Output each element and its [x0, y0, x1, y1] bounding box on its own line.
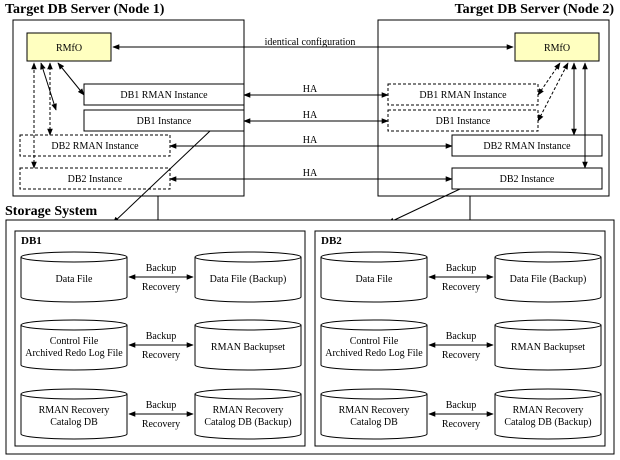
db1-row2-source-label: Catalog DB — [50, 417, 98, 428]
node2-title: Target DB Server (Node 2) — [455, 2, 615, 17]
db1-row2-source-label: RMAN Recovery — [39, 405, 110, 416]
db1-row0-source-cylinder — [20, 251, 128, 303]
db1-row0-source-label: Data File — [56, 274, 93, 285]
db1-row0-backup-cylinder — [194, 251, 302, 303]
db1-row0-backup-cylinder-rim — [194, 256, 302, 263]
identical-config-label: identical configuration — [265, 37, 356, 48]
db2-row2-source-cylinder-rim — [320, 393, 428, 400]
db2-instance-storage-arrow — [387, 188, 461, 224]
db2-row0-source-cylinder — [320, 251, 428, 303]
db1-row1-backup-label: Backup — [146, 331, 177, 342]
db1-row1-recovery-label: Recovery — [142, 350, 180, 361]
node2-rmfo-box — [514, 32, 600, 62]
db2-row0-backup-cylinder — [494, 251, 602, 303]
db1-row1-backup-cylinder-rim — [194, 324, 302, 331]
db1-row1-backup-cylinder — [194, 319, 302, 371]
db2-row2-source-cylinder — [320, 388, 428, 440]
db1-row2-backup-cylinder — [194, 388, 302, 440]
node2-rmfo-db1-instance-link — [537, 62, 569, 122]
node1-db1-instance-label: DB1 Instance — [137, 116, 192, 127]
node1-rmfo-label: RMfO — [56, 43, 82, 54]
db2-row0-backup-label: Backup — [446, 263, 477, 274]
node2-db1-rman-instance-label: DB1 RMAN Instance — [419, 90, 507, 101]
node2-db1-instance-label: DB1 Instance — [436, 116, 491, 127]
db2-row2-source-label: Catalog DB — [350, 417, 398, 428]
db1-row2-backup-label: RMAN Recovery — [213, 405, 284, 416]
db1-row0-backup-label: Backup — [146, 263, 177, 274]
db1-instance-storage-arrow — [112, 130, 211, 224]
db1-row0-recovery-label: Recovery — [142, 282, 180, 293]
node2-db2-instance-label: DB2 Instance — [500, 174, 555, 185]
db2-row0-source-cylinder-rim — [320, 256, 428, 263]
node1-db2-rman-instance-label: DB2 RMAN Instance — [51, 141, 139, 152]
db2-row1-source-label: Archived Redo Log File — [325, 348, 423, 359]
db2-row2-source-label: RMAN Recovery — [339, 405, 410, 416]
db2-row2-backup-label: RMAN Recovery — [513, 405, 584, 416]
db1-row0-backup-label: Data File (Backup) — [210, 274, 287, 285]
db2-row1-backup-cylinder-rim — [494, 324, 602, 331]
node1-db2-instance-label: DB2 Instance — [68, 174, 123, 185]
db2-row1-backup-label: Backup — [446, 331, 477, 342]
db1-row2-backup-cylinder-rim — [194, 393, 302, 400]
node1-db1-rman-instance-label: DB1 RMAN Instance — [120, 90, 208, 101]
node1-rmfo-box — [26, 32, 112, 62]
db1-row0-source-cylinder-rim — [20, 256, 128, 263]
node2-db2-rman-instance-label: DB2 RMAN Instance — [483, 141, 571, 152]
db2-row2-backup-cylinder — [494, 388, 602, 440]
db1-row1-source-label: Control File — [50, 336, 99, 347]
node1-rmfo-db1-rman-link — [57, 62, 85, 96]
db1-row1-backup-label: RMAN Backupset — [211, 342, 285, 353]
db2-row1-backup-label: RMAN Backupset — [511, 342, 585, 353]
db2-row0-recovery-label: Recovery — [442, 282, 480, 293]
db2-row1-recovery-label: Recovery — [442, 350, 480, 361]
db1-row1-source-label: Archived Redo Log File — [25, 348, 123, 359]
db2-row2-backup-cylinder-rim — [494, 393, 602, 400]
db1-row1-source-cylinder — [20, 319, 128, 371]
db2-row0-source-label: Data File — [356, 274, 393, 285]
db2-row1-backup-cylinder — [494, 319, 602, 371]
db2-row1-source-label: Control File — [350, 336, 399, 347]
db2-row1-source-cylinder-rim — [320, 324, 428, 331]
group-title-db1: DB1 — [21, 235, 42, 247]
db1-row2-backup-label: Catalog DB (Backup) — [204, 417, 291, 428]
db1-row2-source-cylinder-rim — [20, 393, 128, 400]
db1-row1-source-cylinder-rim — [20, 324, 128, 331]
db2-row2-recovery-label: Recovery — [442, 419, 480, 430]
node1-title: Target DB Server (Node 1) — [5, 2, 165, 17]
group-title-db2: DB2 — [321, 235, 342, 247]
db2-row0-backup-label: Data File (Backup) — [510, 274, 587, 285]
ha-label-db1-rman: HA — [303, 84, 318, 95]
node2-rmfo-label: RMfO — [544, 43, 570, 54]
db2-row1-source-cylinder — [320, 319, 428, 371]
ha-label-db2-instance: HA — [303, 168, 318, 179]
db1-row2-backup-label: Backup — [146, 400, 177, 411]
ha-label-db2-rman: HA — [303, 135, 318, 146]
db2-row2-backup-label: Catalog DB (Backup) — [504, 417, 591, 428]
ha-label-db1-instance: HA — [303, 110, 318, 121]
db1-row2-recovery-label: Recovery — [142, 419, 180, 430]
storage-title: Storage System — [5, 204, 97, 219]
db2-row0-backup-cylinder-rim — [494, 256, 602, 263]
db2-row2-backup-label: Backup — [446, 400, 477, 411]
db1-row2-source-cylinder — [20, 388, 128, 440]
